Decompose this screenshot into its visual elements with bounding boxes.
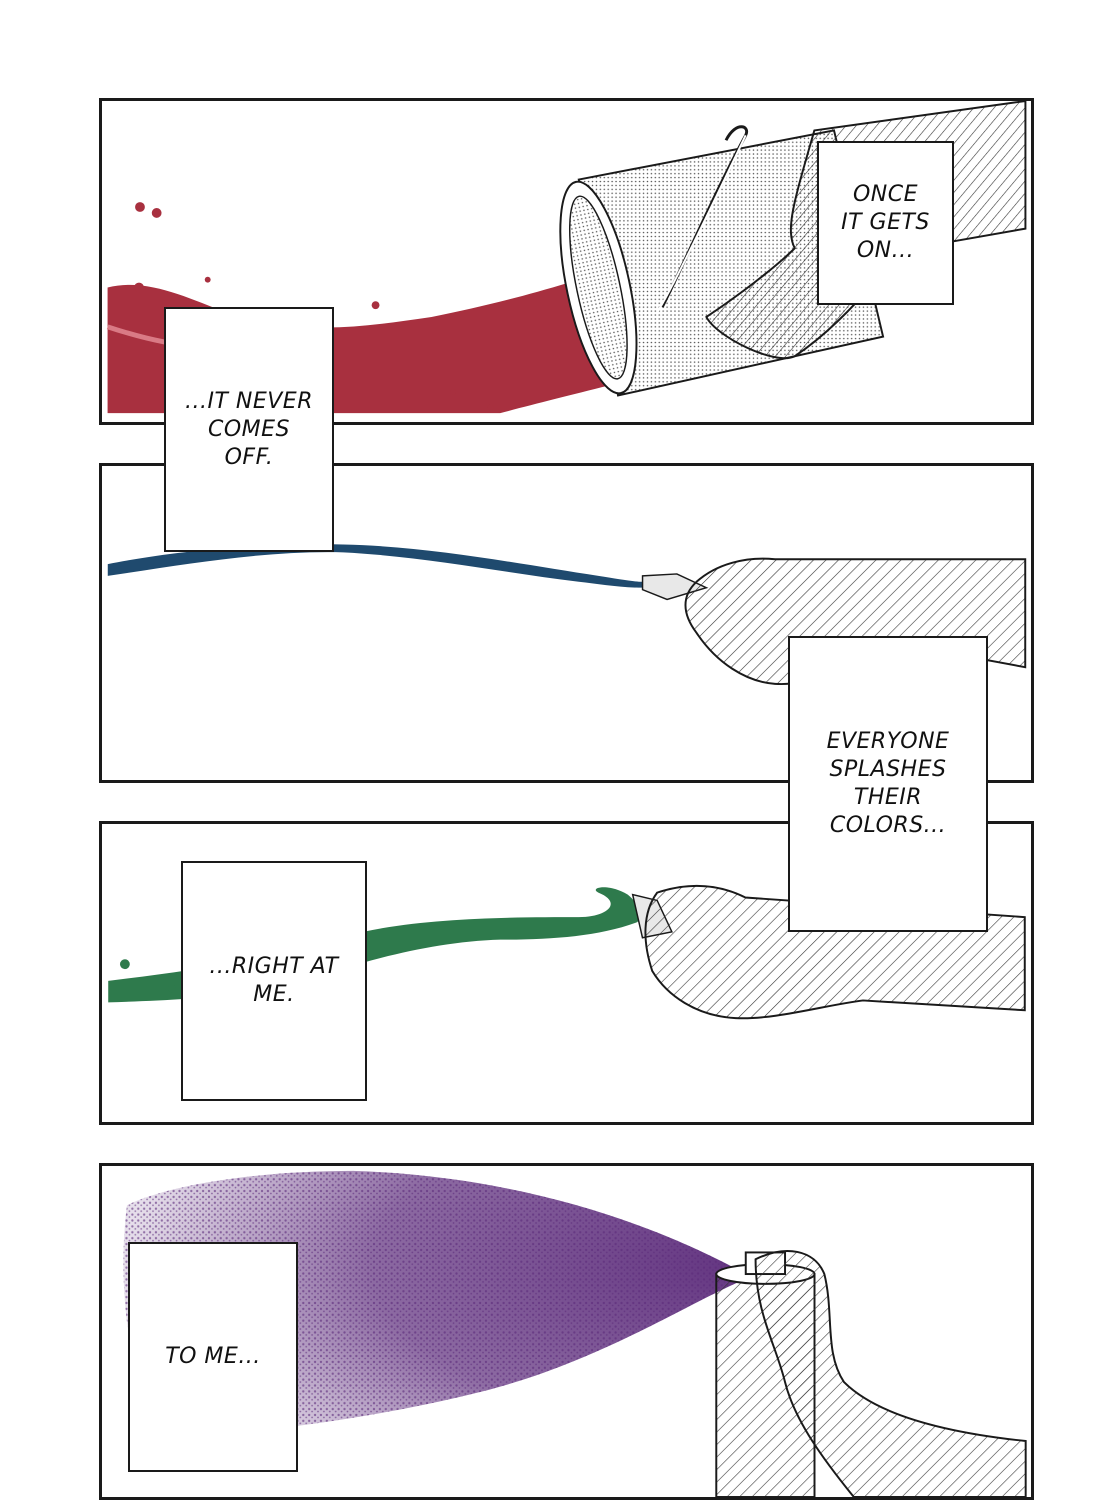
- squeeze-bottle-icon: [641, 573, 709, 601]
- caption-text: ...RIGHT AT ME.: [209, 954, 339, 1007]
- caption-right-at-me: ...RIGHT AT ME.: [181, 861, 367, 1101]
- caption-once-it-gets-on: ONCE IT GETS ON...: [817, 141, 954, 305]
- blue-paint-illustration: [107, 544, 1027, 686]
- caption-text: ONCE IT GETS ON...: [841, 182, 930, 263]
- caption-to-me: TO ME...: [128, 1242, 298, 1472]
- caption-text: TO ME...: [165, 1344, 261, 1369]
- hand-icon: [754, 1250, 1027, 1497]
- blue-paint-stream: [107, 544, 643, 588]
- caption-text: ...IT NEVER COMES OFF.: [185, 388, 313, 470]
- caption-text: EVERYONE SPLASHES THEIR COLORS...: [826, 729, 950, 838]
- caption-everyone-splashes: EVERYONE SPLASHES THEIR COLORS...: [788, 636, 988, 932]
- caption-it-never-comes-off: ...IT NEVER COMES OFF.: [164, 307, 334, 552]
